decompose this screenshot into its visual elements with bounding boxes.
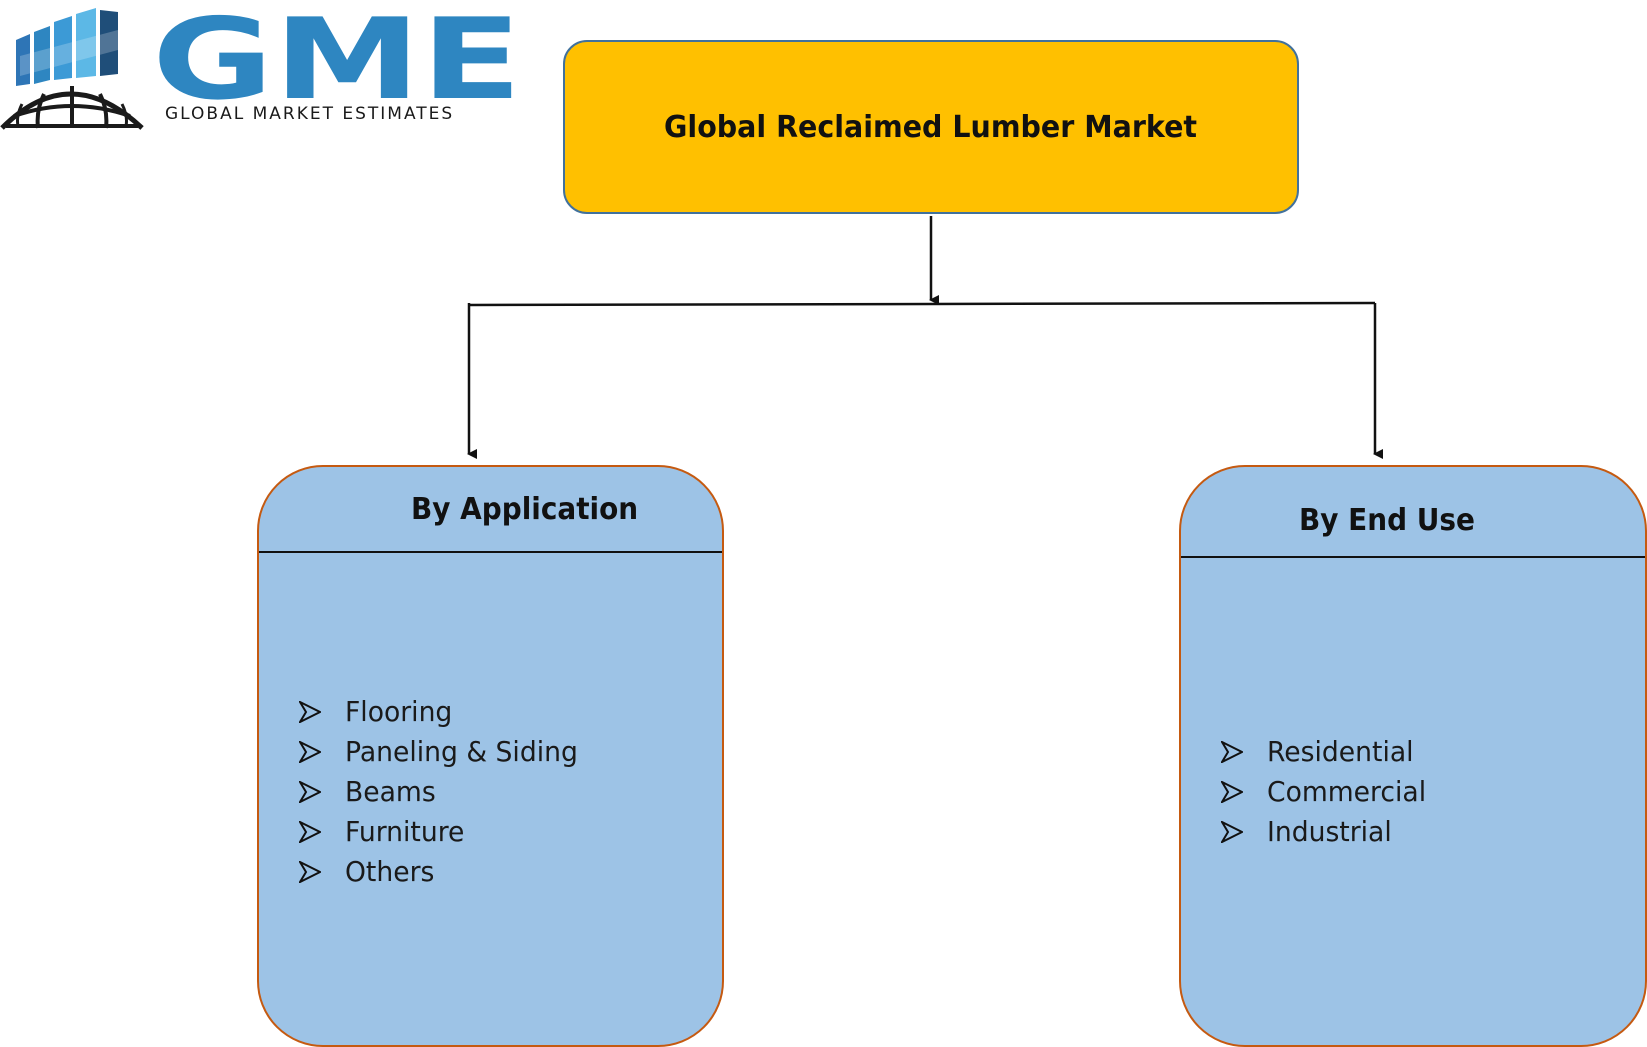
arrow-bullet-icon (1221, 741, 1243, 763)
category-by-application: By Application Flooring Paneling & Sidin… (257, 465, 724, 1047)
arrow-bullet-icon (299, 781, 321, 803)
arrow-bullet-icon (1221, 821, 1243, 843)
category-header: By Application (259, 467, 722, 553)
logo-mark: GME (152, 0, 522, 125)
root-title: Global Reclaimed Lumber Market (664, 109, 1198, 145)
list-item-label: Flooring (345, 695, 453, 728)
arrow-bullet-icon (299, 741, 321, 763)
arrow-bullet-icon (299, 821, 321, 843)
category-by-end-use: By End Use Residential Commercial Indust… (1179, 465, 1647, 1047)
list-item-label: Beams (345, 775, 436, 808)
list-item-label: Industrial (1267, 815, 1392, 848)
arrow-bullet-icon (299, 861, 321, 883)
category-title: By End Use (1299, 503, 1475, 538)
connector-horizontal (468, 301, 1376, 307)
list-item-label: Commercial (1267, 775, 1427, 808)
gme-logo: GME GLOBAL MARKET ESTIMATES (0, 0, 530, 140)
list-item-label: Residential (1267, 735, 1414, 768)
category-title: By Application (411, 492, 639, 527)
globe-with-bars-icon: GME (0, 0, 522, 130)
arrow-bullet-icon (299, 701, 321, 723)
list-item-label: Paneling & Siding (345, 735, 578, 768)
list-item-label: Furniture (345, 815, 465, 848)
list-item-label: Others (345, 855, 435, 888)
root-node: Global Reclaimed Lumber Market (563, 40, 1299, 214)
category-header: By End Use (1181, 467, 1645, 558)
arrow-bullet-icon (1221, 781, 1243, 803)
logo-tagline: GLOBAL MARKET ESTIMATES (165, 104, 455, 124)
